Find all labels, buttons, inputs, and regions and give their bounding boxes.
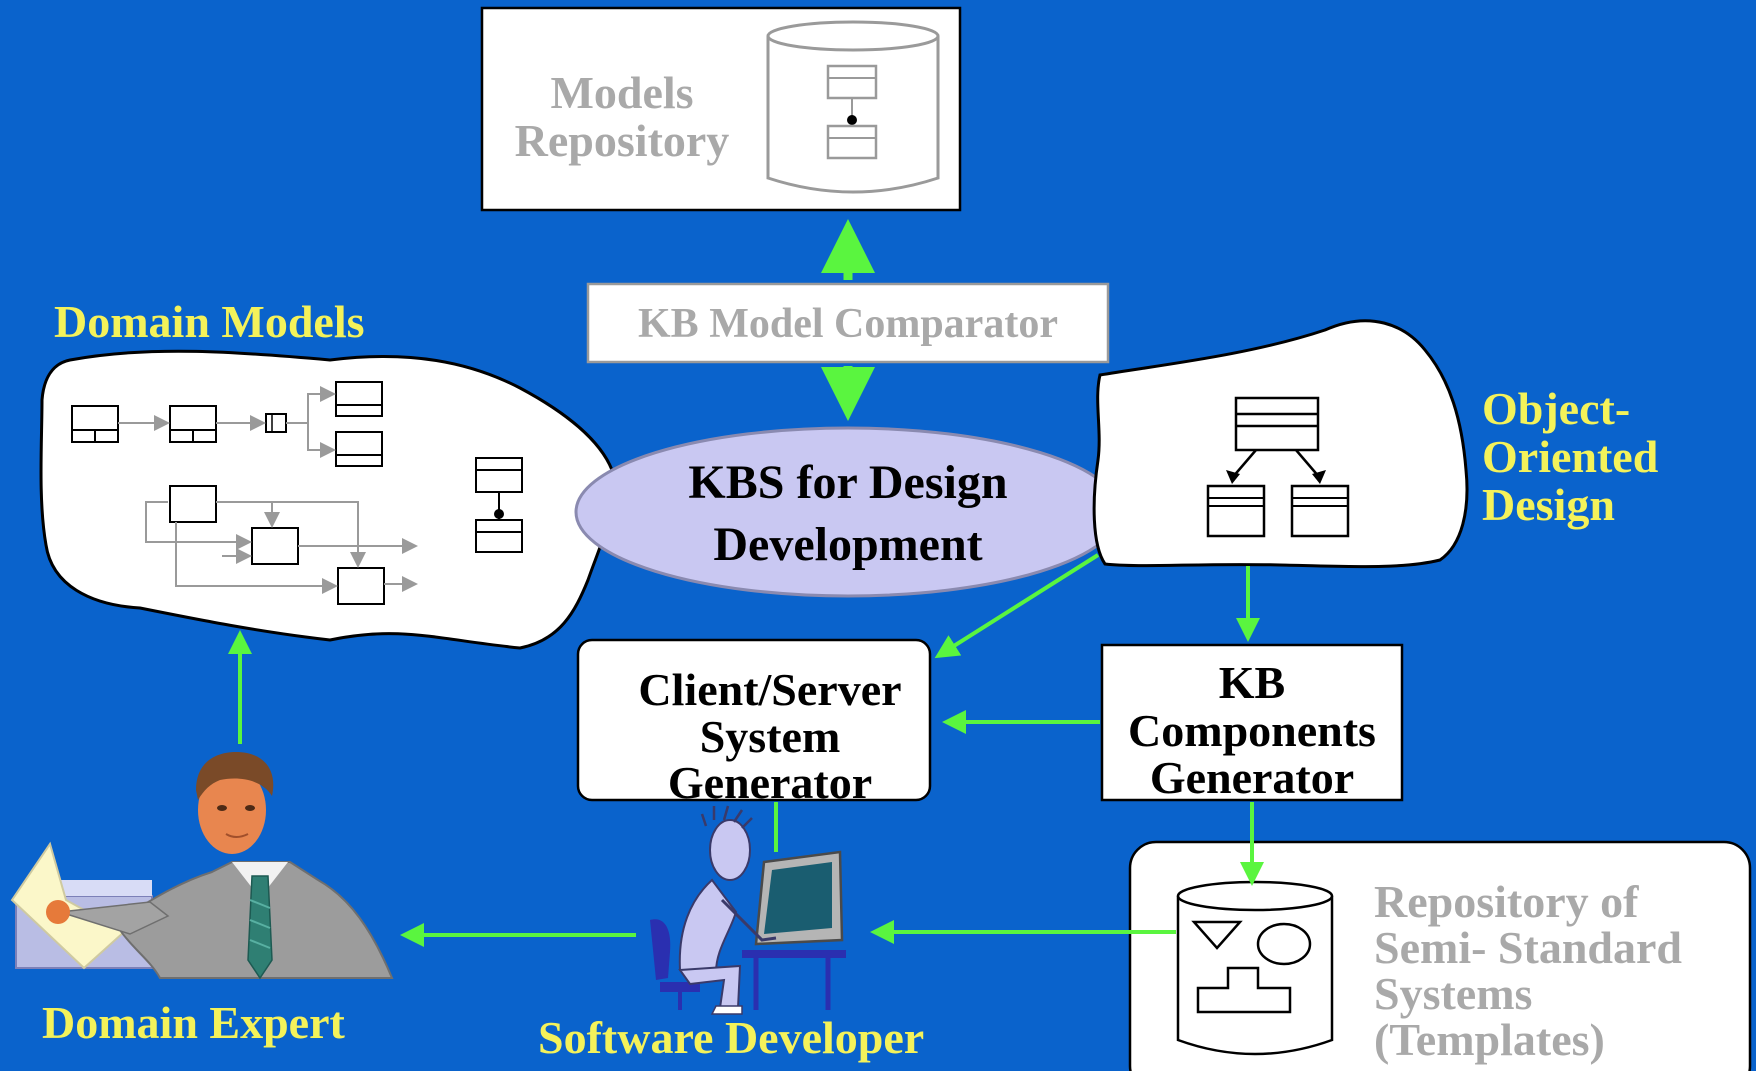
templates-line1: Repository of (1374, 876, 1639, 927)
domain-expert-label: Domain Expert (42, 997, 346, 1048)
arrow-ood-to-client-server (934, 553, 1100, 659)
client-server-generator-node: Client/Server System Generator (576, 638, 932, 808)
client-server-line3: Generator (668, 757, 872, 808)
models-repository-line2: Repository (515, 115, 730, 166)
ood-line2: Oriented (1482, 431, 1659, 482)
models-repository-line1: Models (550, 67, 693, 118)
domain-models-cloud (39, 349, 616, 650)
businessman-icon (10, 752, 394, 980)
object-oriented-design-cloud (1092, 319, 1469, 569)
kb-model-comparator-node: KB Model Comparator (586, 282, 1110, 364)
kb-components-line3: Generator (1150, 752, 1354, 803)
database-icon (766, 20, 940, 194)
domain-model-classes (71, 381, 523, 605)
repository-templates-node: Repository of Semi- Standard Systems (Te… (1128, 840, 1752, 1071)
templates-line4: (Templates) (1374, 1014, 1605, 1065)
domain-models-title: Domain Models (54, 296, 365, 347)
kb-model-comparator-label: KB Model Comparator (638, 301, 1058, 347)
client-server-line2: System (700, 711, 841, 762)
uml-class-icon (1206, 396, 1350, 538)
object-oriented-design-label: Object- Oriented Design (1482, 383, 1659, 530)
ood-line3: Design (1482, 479, 1615, 530)
software-developer-label: Software Developer (538, 1012, 924, 1063)
client-server-line1: Client/Server (638, 664, 901, 715)
flow-connectors (228, 553, 1264, 947)
kb-components-line2: Components (1128, 705, 1376, 756)
kbs-line2: Development (713, 518, 982, 571)
developer-at-computer-icon (650, 805, 846, 1015)
kb-components-generator-node: KB Components Generator (1100, 643, 1404, 803)
templates-line3: Systems (1374, 968, 1532, 1019)
database-icon (1176, 880, 1334, 1056)
kbs-line1: KBS for Design (688, 456, 1007, 509)
templates-line2: Semi- Standard (1374, 922, 1682, 973)
kbs-design-development-node: KBS for Design Development (574, 426, 1122, 598)
models-repository-node: Models Repository (480, 6, 962, 212)
ood-line1: Object- (1482, 383, 1630, 434)
kb-components-line1: KB (1219, 657, 1285, 708)
